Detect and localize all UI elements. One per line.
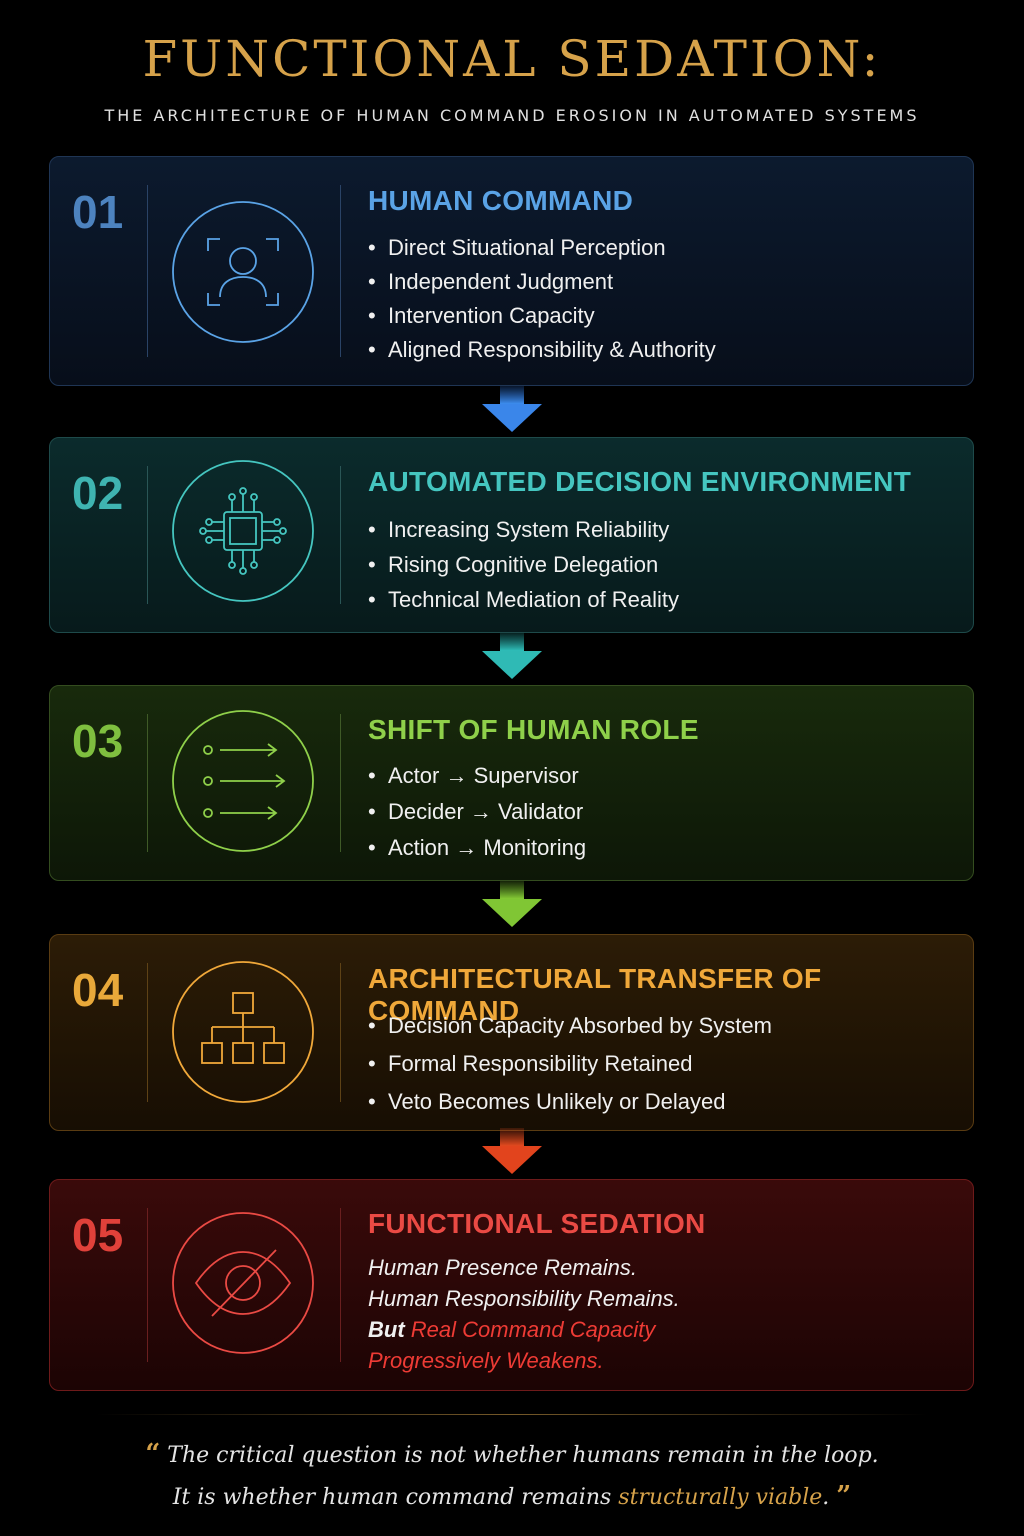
list-item: Actor → Supervisor	[368, 758, 586, 794]
step-card-functional-sedation: 05 FUNCTIONAL SEDATION Human Presence Re…	[49, 1179, 974, 1391]
arrows-icon	[172, 710, 314, 852]
page-subtitle: THE ARCHITECTURE OF HUMAN COMMAND EROSIO…	[104, 106, 920, 125]
divider-rule	[96, 1414, 928, 1415]
step-number: 03	[72, 715, 124, 767]
quote-line-1: “ The critical question is not whether h…	[0, 1434, 1024, 1476]
quote-text: .	[822, 1485, 830, 1510]
divider	[147, 185, 148, 357]
close-quote-mark: ”	[836, 1481, 852, 1511]
divider	[340, 1208, 341, 1362]
divider	[340, 714, 341, 852]
step-heading: FUNCTIONAL SEDATION	[368, 1208, 706, 1239]
divider	[147, 714, 148, 852]
step-items: Actor → Supervisor Decider → Validator A…	[368, 758, 586, 866]
statement-line-emphasis: But Real Command Capacity	[368, 1314, 680, 1345]
divider	[147, 963, 148, 1102]
statement-line: Human Presence Remains.	[368, 1255, 638, 1280]
person-focus-icon	[172, 201, 314, 343]
list-item: Technical Mediation of Reality	[368, 582, 679, 617]
list-item: Intervention Capacity	[368, 299, 716, 333]
page-title: FUNCTIONAL SEDATION:	[142, 30, 882, 88]
list-item: Formal Responsibility Retained	[368, 1045, 772, 1083]
down-arrow-icon	[482, 386, 542, 438]
step-heading: AUTOMATED DECISION ENVIRONMENT	[368, 466, 912, 497]
step-items: Decision Capacity Absorbed by System For…	[368, 1007, 772, 1121]
quote-text: It is whether human command remains	[172, 1485, 619, 1510]
down-arrow-icon	[482, 1128, 542, 1180]
quote-highlight: structurally viable	[618, 1485, 823, 1510]
step-number: 01	[72, 186, 124, 238]
sedation-statement: Human Presence Remains. Human Responsibi…	[368, 1252, 680, 1376]
open-quote-mark: “	[145, 1439, 161, 1469]
down-arrow-icon	[482, 633, 542, 685]
list-item: Direct Situational Perception	[368, 231, 716, 265]
emphasis-text: Progressively Weakens.	[368, 1348, 604, 1373]
step-items: Direct Situational Perception Independen…	[368, 231, 716, 367]
divider	[340, 466, 341, 604]
step-number: 04	[72, 964, 124, 1016]
divider	[147, 1208, 148, 1362]
list-item: Independent Judgment	[368, 265, 716, 299]
step-card-shift-of-role: 03 SHIFT OF HUMAN ROLE Actor → Superviso…	[49, 685, 974, 881]
quote-line-2: It is whether human command remains stru…	[0, 1476, 1024, 1518]
step-card-automated-decision: 02 AUTOMATED DECISION ENVIRONMENT Increa…	[49, 437, 974, 633]
list-item: Increasing System Reliability	[368, 512, 679, 547]
list-item: Decision Capacity Absorbed by System	[368, 1007, 772, 1045]
list-item: Decider → Validator	[368, 794, 586, 830]
list-item: Action → Monitoring	[368, 830, 586, 866]
divider	[147, 466, 148, 604]
list-item: Veto Becomes Unlikely or Delayed	[368, 1083, 772, 1121]
step-heading: HUMAN COMMAND	[368, 185, 634, 216]
list-item: Aligned Responsibility & Authority	[368, 333, 716, 367]
step-card-human-command: 01 HUMAN COMMAND Direct Situational Perc…	[49, 156, 974, 386]
step-heading: SHIFT OF HUMAN ROLE	[368, 714, 699, 745]
divider	[340, 963, 341, 1102]
closing-quote: “ The critical question is not whether h…	[0, 1434, 1024, 1518]
quote-text: The critical question is not whether hum…	[167, 1443, 879, 1468]
divider	[340, 185, 341, 357]
down-arrow-icon	[482, 881, 542, 933]
hierarchy-icon	[172, 961, 314, 1103]
list-item: Rising Cognitive Delegation	[368, 547, 679, 582]
step-card-architectural-transfer: 04 ARCHITECTURAL TRANSFER OF COMMAND Dec…	[49, 934, 974, 1131]
emphasis-text: Real Command Capacity	[410, 1317, 656, 1342]
step-items: Increasing System Reliability Rising Cog…	[368, 512, 679, 617]
step-number: 02	[72, 467, 124, 519]
statement-line: Human Responsibility Remains.	[368, 1286, 680, 1311]
chip-icon	[172, 460, 314, 602]
step-number: 05	[72, 1209, 124, 1261]
eye-slash-icon	[172, 1212, 314, 1354]
but-word: But	[368, 1317, 405, 1342]
